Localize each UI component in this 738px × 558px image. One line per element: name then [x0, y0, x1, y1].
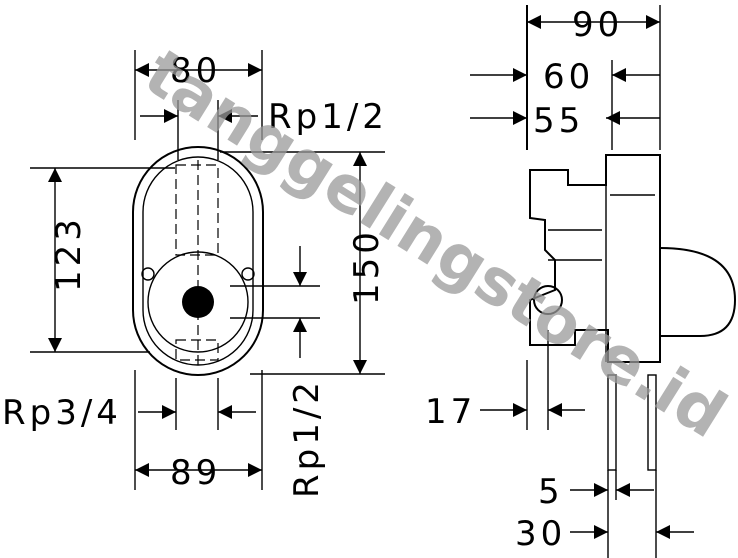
dim-150: 150 [347, 228, 387, 305]
dim-17: 17 [425, 392, 476, 432]
dim-5: 5 [538, 472, 564, 512]
extension-rod-left [607, 374, 617, 471]
upper-cartridge [175, 164, 219, 256]
dim-60: 60 [543, 57, 594, 97]
dim-123: 123 [49, 215, 89, 292]
dim-55: 55 [533, 101, 584, 141]
valve-body-outline [132, 146, 264, 376]
cover-dome [659, 247, 737, 337]
watermark: tanggelingstore.id [132, 36, 738, 453]
dim-90: 90 [572, 5, 623, 45]
dim-rp34: Rp3/4 [2, 393, 122, 433]
dim-rp12-top: Rp1/2 [268, 97, 388, 137]
side-view: 90 60 55 17 5 30 [425, 5, 737, 558]
dim-rp12-side: Rp1/2 [287, 378, 327, 498]
mount-hole-left [141, 267, 155, 281]
side-port [533, 285, 563, 315]
lower-stub [175, 339, 219, 361]
dim-80: 80 [170, 51, 221, 91]
dim-89: 89 [170, 453, 221, 493]
dim-30: 30 [515, 514, 566, 554]
extension-rod-right [647, 374, 657, 471]
front-view: 80 Rp1/2 123 150 Rp1/2 Rp3/4 89 [2, 50, 388, 498]
mount-hole-right [241, 267, 255, 281]
